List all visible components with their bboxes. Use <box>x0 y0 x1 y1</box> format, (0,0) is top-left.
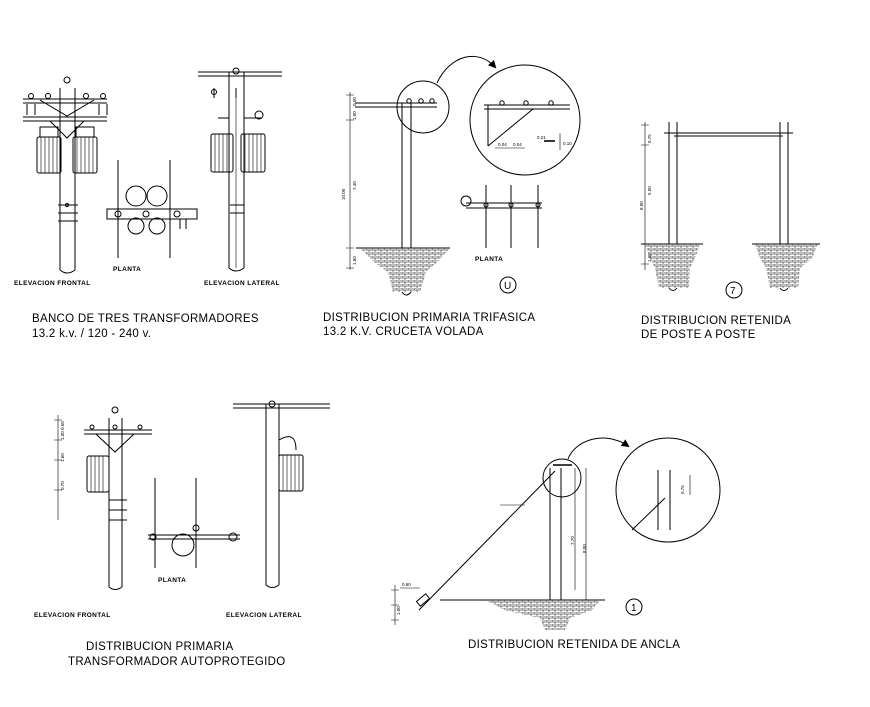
title-line-1: DISTRIBUCION RETENIDA <box>641 315 791 327</box>
detail-dim-3: 0.21 <box>537 135 546 140</box>
title-line-2: 13.2 K.V. CRUCETA VOLADA <box>323 326 484 338</box>
dim-3: 8.00 <box>639 201 644 210</box>
label-elevacion-lateral: ELEVACION LATERAL <box>204 280 280 287</box>
dim-3: 7.70 <box>570 536 575 545</box>
label-elevacion-frontal: ELEVACION FRONTAL <box>34 612 111 619</box>
title-line-1: BANCO DE TRES TRANSFORMADORES <box>32 313 259 325</box>
drawing-retenida-de-ancla: 7.70 8.00 0.60 1.00 0.75 1 DISTRIBUCION … <box>391 437 721 651</box>
badge: 1 <box>631 603 637 614</box>
dim-2: 1.00 <box>396 606 401 615</box>
dim-1: 1.00 <box>60 431 65 440</box>
detail-dim-1: 0.04 <box>498 142 507 147</box>
dim-2: 0.50 <box>352 97 357 106</box>
title-line-2: 13.2 k.v. / 120 - 240 v. <box>32 328 151 340</box>
detail-dim-1: 0.75 <box>680 485 685 494</box>
label-elevacion-lateral: ELEVACION LATERAL <box>226 612 302 619</box>
title: DISTRIBUCION RETENIDA DE ANCLA <box>468 639 680 651</box>
plan-view-banco <box>106 160 198 258</box>
detail-dim-2: 0.04 <box>513 142 522 147</box>
dim-4: 1.60 <box>647 253 652 262</box>
label-planta: PLANTA <box>158 577 186 584</box>
dim-1: 0.60 <box>402 582 411 587</box>
title-line-2: DE POSTE A POSTE <box>641 329 756 341</box>
dim-4: 7.40 <box>352 181 357 190</box>
dim-4: 0.70 <box>60 481 65 490</box>
side-elevation-pole <box>198 67 282 272</box>
title-line-1: DISTRIBUCION PRIMARIA <box>86 641 234 653</box>
drawing-transformador-autoprotegido: 1.00 0.50 1.60 0.70 PLANTA ELEVACION FRO… <box>34 400 330 668</box>
title-line-2: TRANSFORMADOR AUTOPROTEGIDO <box>68 656 285 668</box>
drawing-distribucion-primaria-trifasica: 1.00 0.50 10.00 7.40 1.60 0.04 0.04 0.21… <box>323 55 581 338</box>
front-elevation-pole <box>23 76 108 274</box>
dim-1: 1.00 <box>352 111 357 120</box>
dim-1: 0.75 <box>647 134 652 143</box>
drawing-banco-tres-transformadores: ELEVACION FRONTAL PLANTA ELEVACION LATER… <box>14 67 282 340</box>
label-planta: PLANTA <box>475 256 503 263</box>
label-planta: PLANTA <box>113 266 141 273</box>
dim-2: 0.50 <box>60 421 65 430</box>
detail-dim-4: 0.10 <box>563 141 572 146</box>
drawing-retenida-poste-a-poste: 0.75 5.50 8.00 1.60 7 DISTRIBUCION RETEN… <box>639 122 820 341</box>
dim-3: 1.60 <box>60 453 65 462</box>
title-line-1: DISTRIBUCION PRIMARIA TRIFASICA <box>323 312 535 324</box>
dim-5: 1.60 <box>352 256 357 265</box>
dim-4: 8.00 <box>582 544 587 553</box>
label-elevacion-frontal: ELEVACION FRONTAL <box>14 280 91 287</box>
dim-2: 5.50 <box>647 186 652 195</box>
dim-3: 10.00 <box>341 188 346 200</box>
badge: 7 <box>730 286 736 297</box>
badge: U <box>504 281 511 292</box>
